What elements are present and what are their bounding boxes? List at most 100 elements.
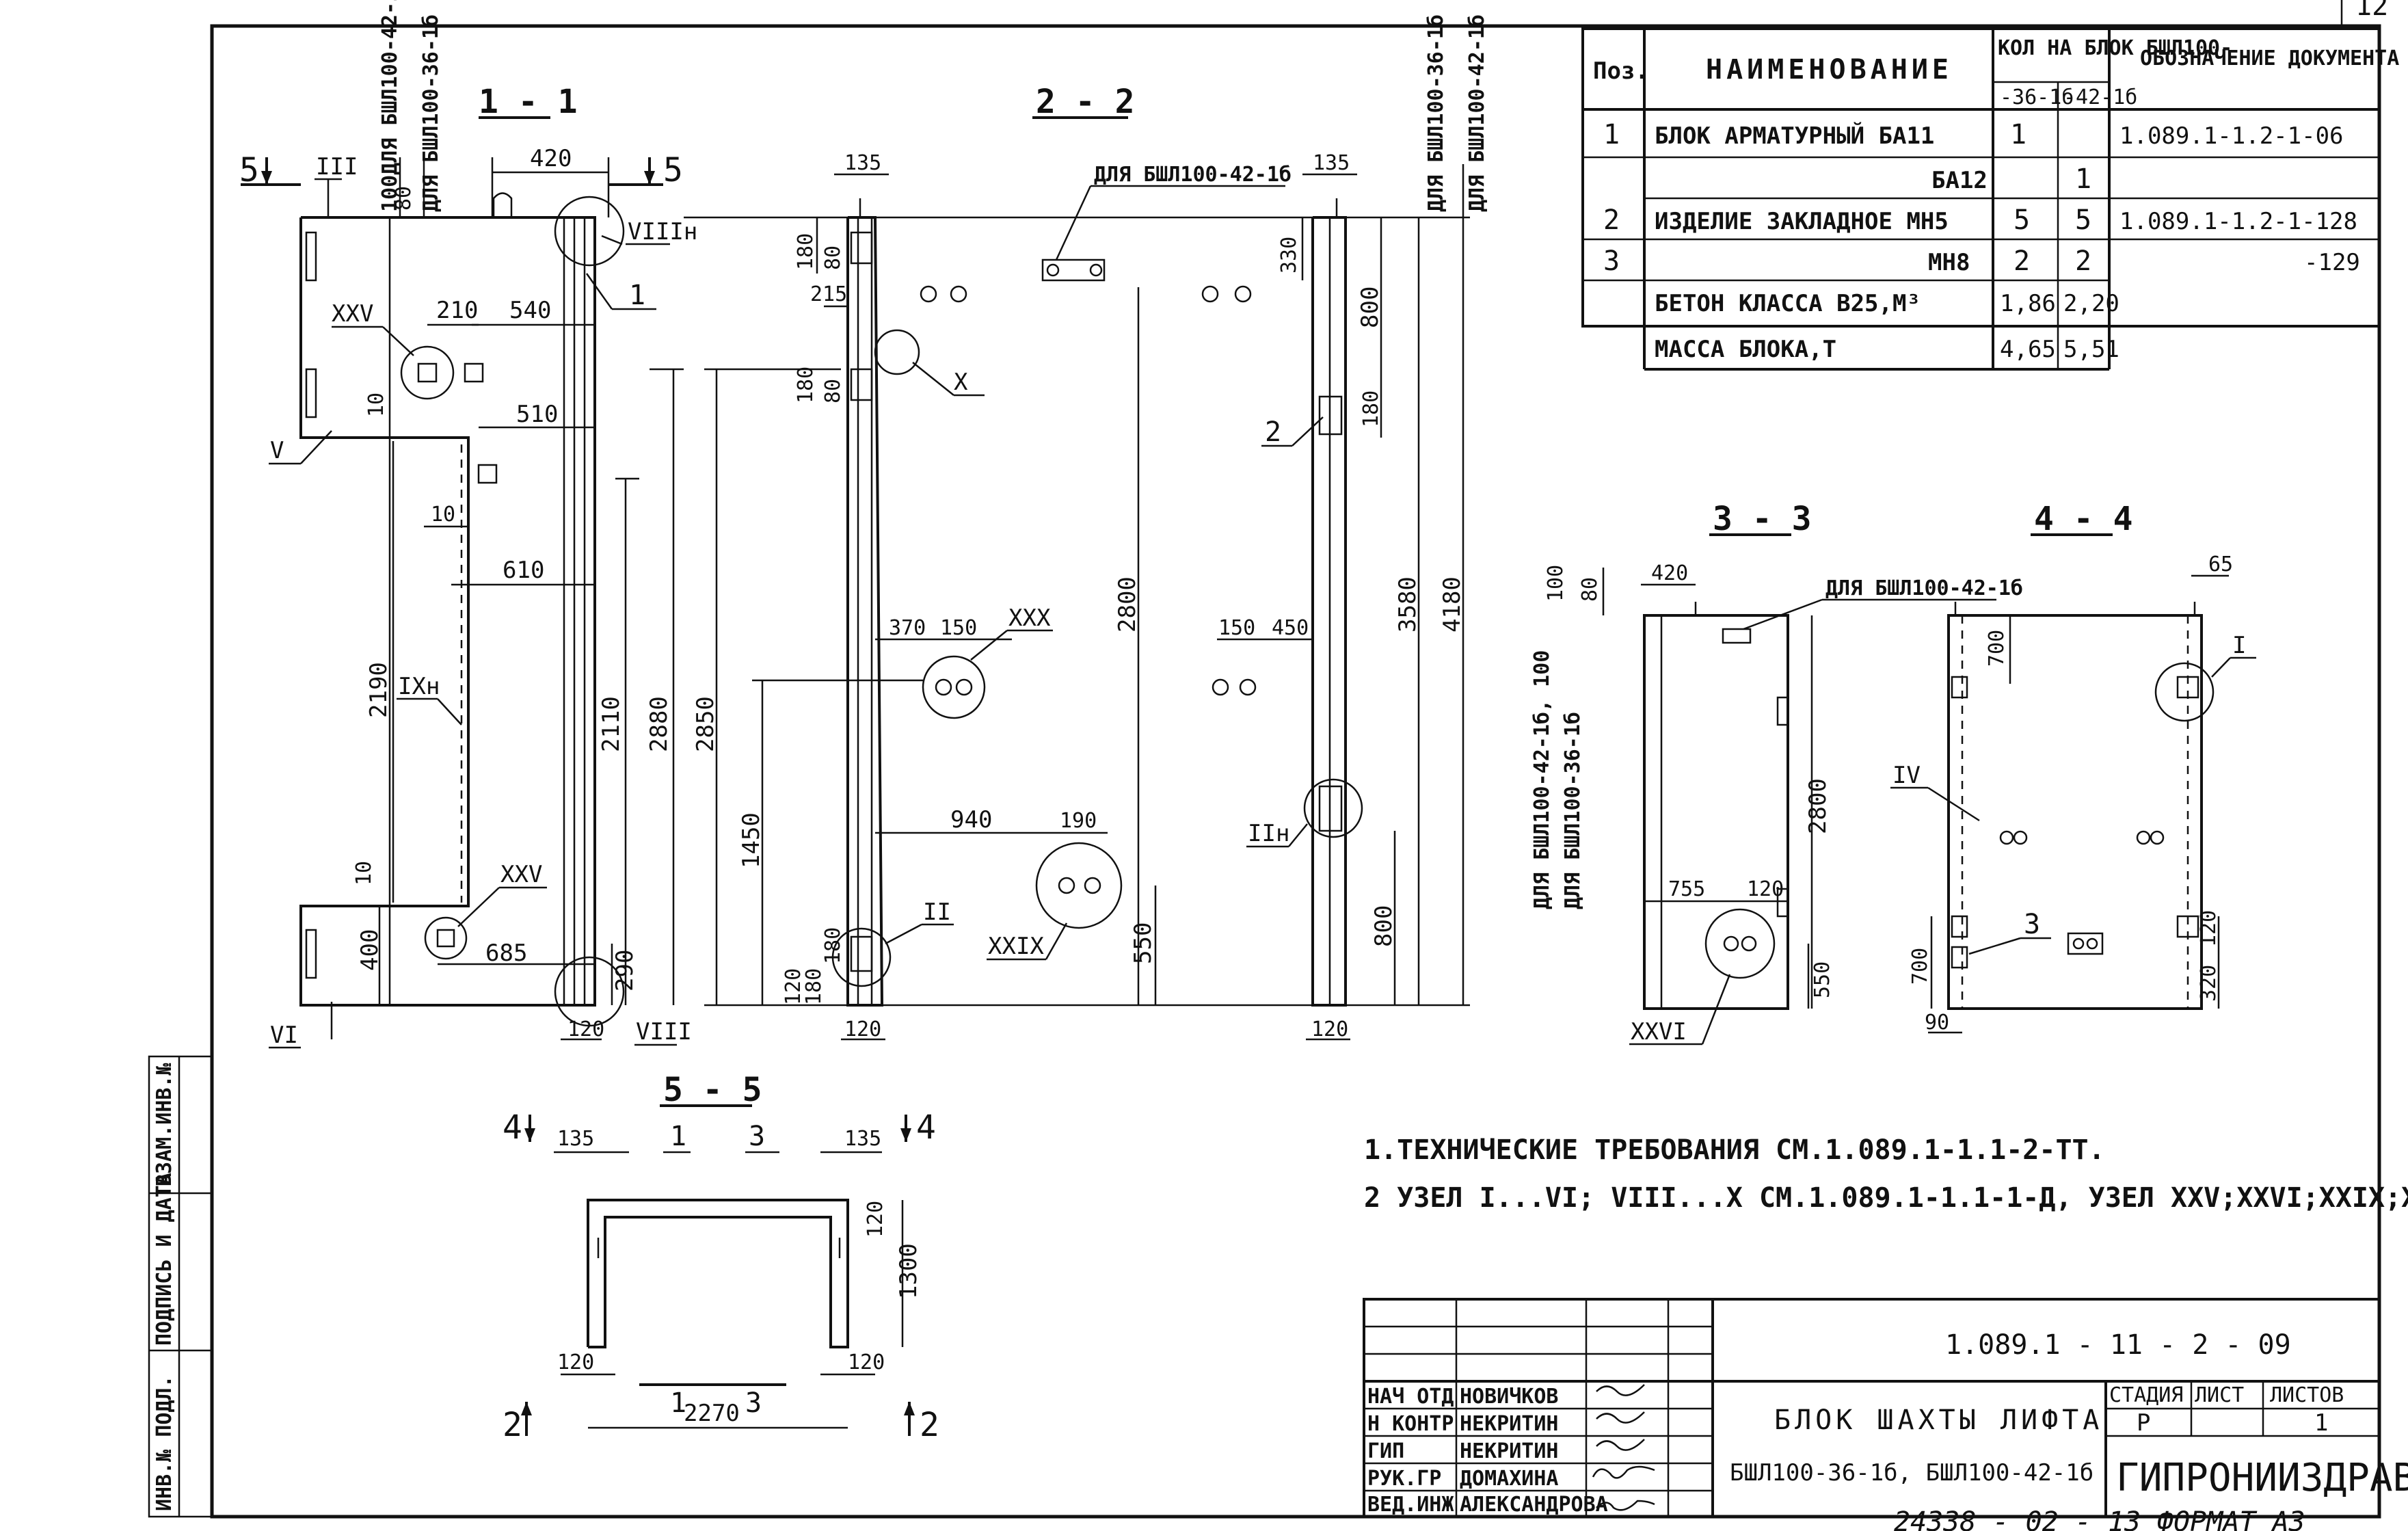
svg-text:755: 755: [1668, 877, 1705, 901]
svg-text:90: 90: [1925, 1011, 1949, 1035]
svg-text:2110: 2110: [598, 696, 625, 752]
svg-text:VIIIн: VIIIн: [628, 218, 697, 245]
svg-text:1: 1: [2010, 119, 2026, 150]
svg-text:1450: 1450: [738, 812, 765, 868]
svg-text:I: I: [2232, 632, 2246, 659]
svg-text:420: 420: [1651, 561, 1688, 585]
svg-text:2: 2: [920, 1406, 939, 1444]
hole-pairs-4-4: [1999, 830, 2165, 955]
spec-table: Поз. НАИМЕНОВАНИЕ КОЛ НА БЛОК БШЛ100- ОБ…: [1581, 27, 2399, 371]
svg-text:210: 210: [436, 297, 478, 324]
svg-text:3: 3: [2024, 909, 2040, 940]
svg-text:XXV: XXV: [500, 861, 542, 888]
svg-text:150: 150: [940, 616, 977, 640]
svg-text:80: 80: [821, 245, 845, 270]
stamp-sign: ПОДПИСЬ И ДАТА: [152, 1173, 176, 1346]
svg-text:III: III: [316, 153, 358, 181]
svg-text:НЕКРИТИН: НЕКРИТИН: [1460, 1439, 1559, 1463]
svg-text:НАИМЕНОВАНИЕ: НАИМЕНОВАНИЕ: [1706, 54, 1953, 85]
svg-text:3: 3: [1603, 245, 1620, 277]
svg-text:ДЛЯ БШЛ100-42-1б: ДЛЯ БШЛ100-42-1б: [1094, 163, 1292, 187]
svg-text:120: 120: [1311, 1017, 1348, 1041]
svg-text:100: 100: [1544, 565, 1568, 602]
section-2-2-title: 2 - 2: [1036, 83, 1135, 121]
svg-text:120: 120: [844, 1017, 881, 1041]
svg-text:2,20: 2,20: [2063, 290, 2119, 317]
svg-text:10: 10: [431, 503, 455, 527]
svg-text:КОЛ НА БЛОК БШЛ100-: КОЛ НА БЛОК БШЛ100-: [1998, 36, 2232, 60]
svg-text:80: 80: [1578, 577, 1602, 602]
svg-text:XXX: XXX: [1008, 604, 1051, 632]
svg-text:2: 2: [2075, 245, 2091, 277]
svg-text:10: 10: [364, 392, 388, 417]
note-2: 2 УЗЕЛ I...VI; VIII...X СМ.1.089.1-1.1-1…: [1364, 1182, 2408, 1214]
section-5-5-title: 5 - 5: [663, 1071, 762, 1109]
svg-text:2: 2: [503, 1406, 522, 1444]
svg-text:ДЛЯ БШЛ100-42-1б: ДЛЯ БШЛ100-42-1б: [1465, 14, 1489, 212]
svg-text:ДЛЯ БШЛ100-42-1б, 100: ДЛЯ БШЛ100-42-1б, 100: [1530, 650, 1554, 909]
svg-text:Р: Р: [2137, 1409, 2150, 1437]
svg-text:НЕКРИТИН: НЕКРИТИН: [1460, 1412, 1559, 1436]
svg-text:IIн: IIн: [1248, 820, 1289, 847]
svg-text:4,65: 4,65: [2000, 336, 2056, 363]
svg-text:10: 10: [352, 861, 376, 886]
svg-text:1.089.1-1.2-1-06: 1.089.1-1.2-1-06: [2119, 122, 2344, 150]
svg-text:215: 215: [810, 282, 847, 306]
svg-text:VIII: VIII: [636, 1018, 692, 1046]
svg-text:120: 120: [848, 1350, 885, 1374]
svg-text:-36-1б: -36-1б: [2000, 85, 2074, 109]
svg-text:-42-1б: -42-1б: [2063, 85, 2137, 109]
section-3-3-title: 3 - 3: [1713, 500, 1812, 538]
svg-text:180: 180: [794, 233, 818, 270]
svg-text:4: 4: [916, 1108, 936, 1147]
section-5-5: 5 - 5 135 1 3 135 120 1300 120 120 2270 …: [503, 1071, 939, 1444]
svg-text:БЛОК АРМАТУРНЫЙ БА11: БЛОК АРМАТУРНЫЙ БА11: [1655, 122, 1934, 150]
svg-text:700: 700: [1908, 948, 1932, 985]
svg-text:2270: 2270: [684, 1400, 740, 1427]
svg-text:5: 5: [239, 151, 259, 189]
svg-text:ДЛЯ БШЛ100-42-1б: ДЛЯ БШЛ100-42-1б: [1825, 576, 2023, 600]
svg-text:550: 550: [1810, 961, 1834, 998]
svg-text:ДЛЯ БШЛ100-36-1б: ДЛЯ БШЛ100-36-1б: [419, 14, 443, 212]
svg-text:ОБОЗНАЧЕНИЕ ДОКУМЕНТА: ОБОЗНАЧЕНИЕ ДОКУМЕНТА: [2140, 46, 2399, 70]
svg-text:370: 370: [889, 616, 926, 640]
svg-text:120: 120: [1747, 877, 1784, 901]
svg-text:2880: 2880: [645, 696, 673, 752]
svg-text:610: 610: [503, 557, 544, 584]
svg-text:290: 290: [611, 950, 639, 991]
sheet-frame: [210, 24, 2381, 1519]
svg-text:XXVI: XXVI: [1631, 1018, 1687, 1046]
hole-pairs: [920, 258, 1257, 894]
svg-text:5: 5: [663, 151, 683, 189]
svg-text:2190: 2190: [365, 662, 392, 718]
svg-text:135: 135: [844, 151, 881, 175]
note-1: 1.ТЕХНИЧЕСКИЕ ТРЕБОВАНИЯ СМ.1.089.1-1.1-…: [1364, 1134, 2105, 1166]
svg-text:МАССА БЛОКА,Т: МАССА БЛОКА,Т: [1655, 336, 1836, 363]
svg-text:II: II: [923, 898, 951, 926]
footer-format: ФОРМАТ А3: [2157, 1506, 2305, 1531]
svg-text:4180: 4180: [1439, 576, 1466, 633]
svg-text:120: 120: [567, 1017, 604, 1041]
svg-text:65: 65: [2208, 553, 2233, 576]
svg-text:510: 510: [516, 401, 558, 428]
svg-text:180: 180: [1359, 390, 1383, 427]
svg-text:80: 80: [392, 186, 416, 211]
svg-text:800: 800: [1356, 287, 1384, 328]
side-stamp: ИНВ.№ ПОДЛ. ПОДПИСЬ И ДАТА ВЗАМ.ИНВ.№: [148, 1055, 213, 1518]
svg-text:180: 180: [794, 367, 818, 403]
svg-text:2: 2: [2014, 245, 2030, 277]
svg-text:450: 450: [1272, 616, 1309, 640]
svg-text:100ДЛЯ БШЛ100-42-1б: 100ДЛЯ БШЛ100-42-1б: [378, 0, 402, 212]
svg-text:2850: 2850: [692, 696, 719, 752]
svg-text:ДЛЯ БШЛ100-36-1б: ДЛЯ БШЛ100-36-1б: [1561, 712, 1585, 909]
section-4-4-title: 4 - 4: [2034, 500, 2133, 538]
svg-text:320: 320: [2197, 965, 2221, 1002]
svg-text:330: 330: [1277, 237, 1301, 274]
svg-text:1: 1: [629, 280, 645, 311]
svg-text:НОВИЧКОВ: НОВИЧКОВ: [1460, 1385, 1559, 1409]
svg-text:180: 180: [802, 968, 826, 1005]
svg-text:5: 5: [2014, 204, 2030, 236]
svg-text:БА12: БА12: [1931, 167, 1988, 194]
section-4-4: 4 - 4 IV I 3 65 700: [1890, 500, 2256, 1035]
